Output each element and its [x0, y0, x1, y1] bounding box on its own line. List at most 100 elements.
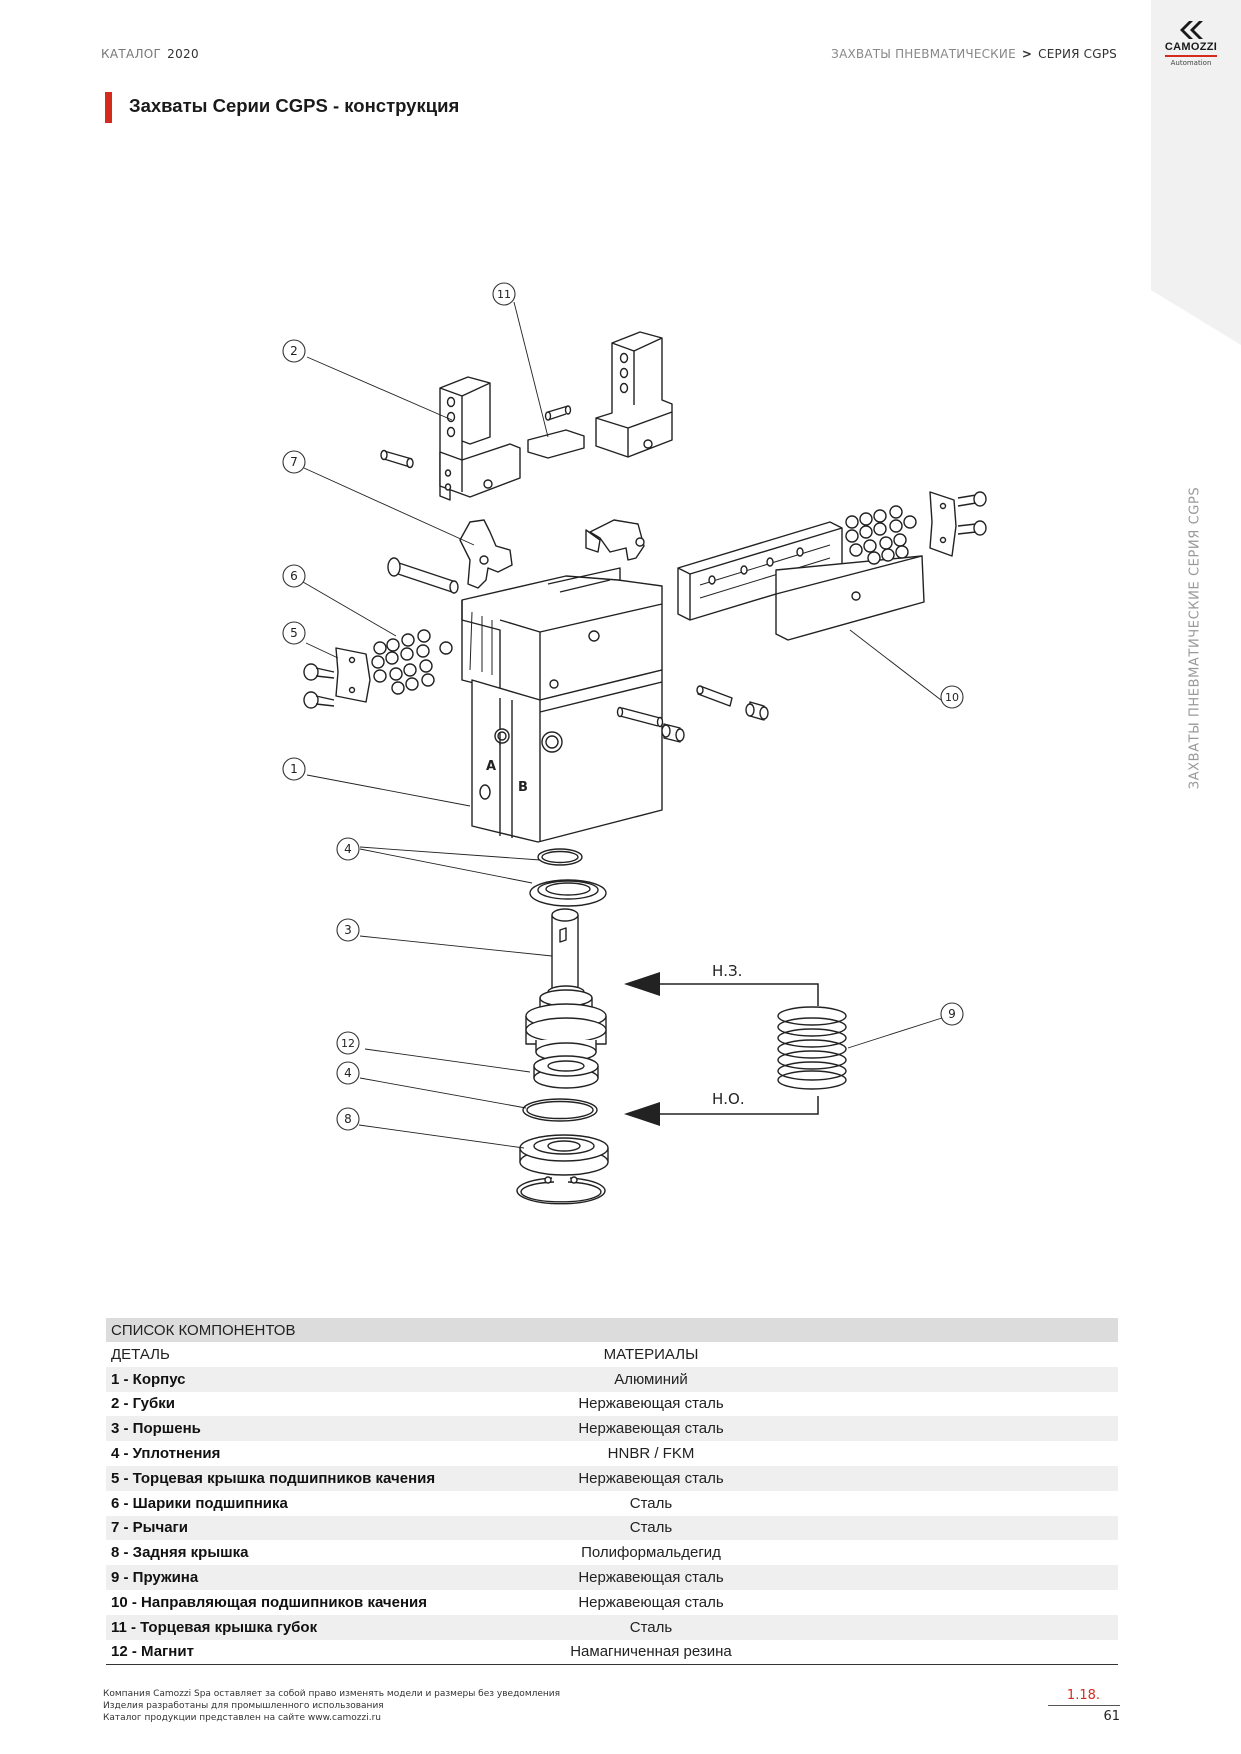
- gripper-body: [461, 567, 663, 843]
- breadcrumb-section: ЗАХВАТЫ ПНЕВМАТИЧЕСКИЕ: [831, 47, 1016, 61]
- material-cell: Нержавеющая сталь: [578, 1569, 724, 1587]
- callout-4-lower: 4: [344, 1066, 352, 1080]
- table-row: 4 - Уплотнения HNBR / FKM: [106, 1441, 1118, 1466]
- material-cell: Нержавеющая сталь: [578, 1469, 724, 1487]
- part-cell: 6 - Шарики подшипника: [111, 1494, 288, 1512]
- components-caption: СПИСОК КОМПОНЕНТОВ: [106, 1318, 1118, 1342]
- callout-2: 2: [290, 344, 298, 358]
- callout-12: 12: [341, 1037, 355, 1050]
- seal-upper-small: [537, 848, 583, 866]
- table-row: 6 - Шарики подшипника Сталь: [106, 1491, 1118, 1516]
- part-cell: 9 - Пружина: [111, 1569, 199, 1587]
- brand-logo: CAMOZZI Automation: [1163, 20, 1219, 67]
- material-cell: Нержавеющая сталь: [578, 1593, 724, 1611]
- col-part-header: ДЕТАЛЬ: [111, 1345, 170, 1363]
- table-row: 8 - Задняя крышка Полиформальдегид: [106, 1540, 1118, 1565]
- callout-3: 3: [344, 923, 352, 937]
- part-cell: 12 - Магнит: [111, 1643, 194, 1661]
- table-row: 12 - Магнит Намагниченная резина: [106, 1640, 1118, 1665]
- side-section-label: ЗАХВАТЫ ПНЕВМАТИЧЕСКИЕ СЕРИЯ CGPS: [1187, 486, 1203, 790]
- callout-1: 1: [290, 762, 298, 776]
- table-row: 3 - Поршень Нержавеющая сталь: [106, 1416, 1118, 1442]
- jaw-left: [439, 376, 521, 501]
- footer-notes: Компания Camozzi Spa оставляет за собой …: [103, 1688, 560, 1724]
- table-row: 9 - Пружина Нержавеющая сталь: [106, 1565, 1118, 1590]
- catalog-year: 2020: [167, 47, 199, 61]
- no-arrow: [660, 1096, 819, 1115]
- piston: [525, 908, 607, 1062]
- catalog-label: КАТАЛОГ: [101, 47, 162, 61]
- material-cell: Сталь: [629, 1618, 673, 1636]
- page-number: 61: [1103, 1709, 1120, 1724]
- brand-name: CAMOZZI: [1164, 41, 1218, 53]
- material-cell: Сталь: [629, 1494, 673, 1512]
- lever-left: [459, 519, 513, 589]
- catalog-header: КАТАЛОГ 2020: [101, 47, 199, 61]
- callout-11: 11: [497, 288, 511, 301]
- brand-tab: [1151, 0, 1241, 290]
- page-rule: [1048, 1705, 1120, 1706]
- nc-label: Н.З.: [712, 962, 742, 980]
- breadcrumb-series: СЕРИЯ CGPS: [1038, 47, 1117, 61]
- table-bottom-rule: [106, 1664, 1118, 1666]
- footer-note: Компания Camozzi Spa оставляет за собой …: [103, 1689, 561, 1699]
- table-row: 5 - Торцевая крышка подшипников качения Н…: [106, 1465, 1118, 1491]
- breadcrumb: ЗАХВАТЫ ПНЕВМАТИЧЕСКИЕ > СЕРИЯ CGPS: [831, 47, 1117, 61]
- brand-tab-fold: [1151, 290, 1241, 345]
- components-table: СПИСОК КОМПОНЕНТОВ ДЕТАЛЬ МАТЕРИАЛЫ 1 - …: [106, 1318, 1118, 1666]
- camozzi-logo-icon: [1180, 21, 1203, 39]
- bearing-end-cover-right: [929, 491, 957, 557]
- nc-arrow: [660, 983, 819, 1006]
- page-code: 1.18.: [1066, 1688, 1100, 1703]
- material-cell: Полиформальдегид: [581, 1544, 721, 1562]
- material-cell: HNBR / FKM: [607, 1445, 695, 1463]
- spring: [777, 1006, 847, 1090]
- jaw-right: [595, 331, 673, 458]
- body-pin: [387, 557, 459, 594]
- material-cell: Нержавеющая сталь: [578, 1420, 724, 1438]
- table-row: 7 - Рычаги Сталь: [106, 1515, 1118, 1541]
- callout-8: 8: [344, 1112, 352, 1126]
- page-title: Захваты Серии CGPS - конструкция: [129, 95, 460, 116]
- callout-9: 9: [948, 1007, 956, 1021]
- breadcrumb-separator: >: [1021, 47, 1033, 61]
- bearing-balls-left: [371, 629, 453, 695]
- material-cell: Нержавеющая сталь: [578, 1395, 724, 1413]
- port-a-label: A: [486, 759, 496, 774]
- part-cell: 5 - Торцевая крышка подшипников качения: [111, 1469, 436, 1487]
- material-cell: Сталь: [629, 1519, 673, 1537]
- part-cell: 7 - Рычаги: [111, 1519, 189, 1537]
- bearing-balls-right: [845, 505, 917, 565]
- table-row: 10 - Направляющая подшипников качения Нер…: [106, 1590, 1118, 1615]
- part-cell: 8 - Задняя крышка: [111, 1544, 249, 1562]
- part-cell: 10 - Направляющая подшипников качения: [111, 1593, 428, 1611]
- part-cell: 11 - Торцевая крышка губок: [111, 1618, 318, 1636]
- callout-6: 6: [290, 569, 298, 583]
- table-row: 11 - Торцевая крышка губок Сталь: [106, 1614, 1118, 1640]
- port-b-label: B: [518, 780, 528, 795]
- magnet: [533, 1055, 599, 1089]
- bearing-guide-rails: [677, 521, 925, 641]
- callout-7: 7: [290, 455, 298, 469]
- part-cell: 3 - Поршень: [111, 1420, 201, 1438]
- no-label: Н.О.: [712, 1090, 745, 1108]
- footer-note: Изделия разработаны для промышленного ис…: [103, 1701, 384, 1711]
- brand-rule: [1165, 55, 1217, 57]
- footer-note: Каталог продукции представлен на сайте w…: [103, 1713, 381, 1723]
- part-cell: 2 - Губки: [111, 1395, 175, 1413]
- col-material-header: МАТЕРИАЛЫ: [603, 1345, 699, 1363]
- callout-5: 5: [290, 626, 298, 640]
- circlip: [516, 1176, 606, 1205]
- part-cell: 1 - Корпус: [111, 1370, 186, 1388]
- lever-right: [585, 519, 645, 561]
- brand-tagline: Automation: [1170, 59, 1212, 67]
- table-row: 2 - Губки Нержавеющая сталь: [106, 1392, 1118, 1417]
- callout-4-upper: 4: [344, 842, 352, 856]
- rear-cover: [519, 1134, 609, 1176]
- callout-10: 10: [945, 691, 959, 704]
- material-cell: Намагниченная резина: [570, 1643, 732, 1661]
- components-header-row: ДЕТАЛЬ МАТЕРИАЛЫ: [106, 1342, 1118, 1367]
- seal-lower: [522, 1098, 598, 1122]
- part-cell: 4 - Уплотнения: [111, 1445, 221, 1463]
